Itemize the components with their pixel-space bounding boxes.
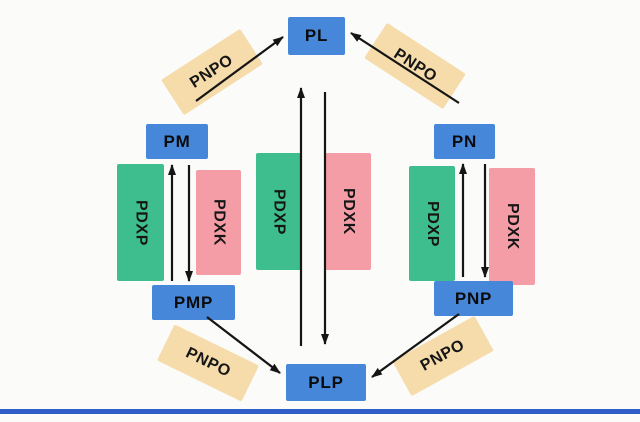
node-pn: PN bbox=[434, 124, 495, 159]
enzyme-pnpo-bottom-right: PNPO bbox=[392, 315, 494, 397]
enzyme-pnpo-top-left: PNPO bbox=[161, 28, 263, 116]
enzyme-pnpo-bottom-left: PNPO bbox=[156, 324, 260, 402]
enzyme-pdxk-center: PDXK bbox=[325, 153, 371, 270]
node-pmp: PMP bbox=[152, 285, 235, 320]
enzyme-pdxp-right: PDXP bbox=[409, 166, 455, 281]
enzyme-pdxp-center: PDXP bbox=[256, 153, 301, 270]
enzyme-pdxp-left: PDXP bbox=[117, 164, 164, 281]
node-pnp: PNP bbox=[434, 281, 513, 316]
enzyme-pdxk-left: PDXK bbox=[196, 170, 241, 275]
node-pl: PL bbox=[288, 17, 345, 55]
enzyme-pdxk-right: PDXK bbox=[489, 168, 535, 285]
node-plp: PLP bbox=[286, 364, 366, 401]
enzyme-pnpo-top-right: PNPO bbox=[364, 22, 466, 110]
bottom-bar bbox=[0, 409, 640, 414]
node-pm: PM bbox=[146, 124, 208, 159]
